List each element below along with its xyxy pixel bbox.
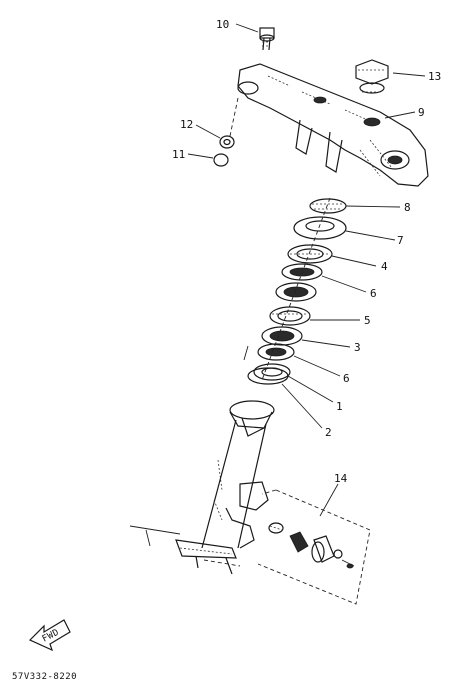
leader-6b bbox=[293, 355, 341, 377]
part-8-ring-nut bbox=[309, 198, 347, 214]
part-3-race bbox=[261, 326, 303, 346]
label-14: 14 bbox=[334, 472, 348, 485]
tick-mark bbox=[243, 345, 249, 361]
leader-9 bbox=[384, 111, 416, 119]
part-9-upper-bracket bbox=[237, 63, 429, 187]
leader-1 bbox=[287, 375, 334, 403]
leader-11 bbox=[187, 153, 214, 159]
part-10-bolt bbox=[259, 27, 275, 51]
leader-6a bbox=[321, 275, 367, 293]
part-5-race bbox=[269, 306, 311, 326]
label-13: 13 bbox=[428, 70, 441, 83]
steering-stem bbox=[129, 400, 275, 575]
label-1: 1 bbox=[336, 400, 343, 413]
leader-2 bbox=[281, 383, 323, 429]
fwd-arrow-icon: FWD bbox=[28, 619, 71, 652]
centerline-washer bbox=[229, 97, 239, 137]
leader-3 bbox=[301, 339, 351, 348]
leader-12 bbox=[195, 124, 221, 139]
label-10: 10 bbox=[216, 18, 229, 31]
part-12-washer bbox=[219, 135, 235, 149]
part-2-dust-seal bbox=[247, 367, 289, 385]
part-6-bearing-lower bbox=[257, 343, 295, 361]
centerline-stack bbox=[261, 197, 331, 381]
drawing-code: 57V332-8220 bbox=[12, 672, 77, 682]
label-5: 5 bbox=[364, 314, 371, 327]
leader-4 bbox=[331, 255, 377, 267]
label-7: 7 bbox=[397, 234, 404, 247]
leader-10 bbox=[235, 23, 259, 33]
part-7-cover bbox=[293, 216, 347, 240]
leader-14 bbox=[319, 483, 339, 517]
label-2: 2 bbox=[325, 426, 332, 439]
label-12: 12 bbox=[180, 118, 193, 131]
leader-7 bbox=[345, 230, 396, 241]
part-4-race bbox=[287, 244, 333, 264]
leader-13 bbox=[392, 72, 426, 77]
label-6a: 6 bbox=[370, 287, 377, 300]
label-6b: 6 bbox=[343, 372, 350, 385]
part-13-stem-nut bbox=[355, 59, 389, 94]
label-11: 11 bbox=[172, 148, 185, 161]
label-8: 8 bbox=[404, 201, 411, 214]
leader-8a bbox=[345, 205, 401, 208]
part-14-lock-assembly bbox=[257, 489, 371, 605]
part-8-race bbox=[275, 282, 317, 302]
label-9: 9 bbox=[418, 106, 425, 119]
label-3: 3 bbox=[354, 341, 361, 354]
part-11-cap bbox=[213, 153, 229, 167]
label-4: 4 bbox=[381, 260, 388, 273]
